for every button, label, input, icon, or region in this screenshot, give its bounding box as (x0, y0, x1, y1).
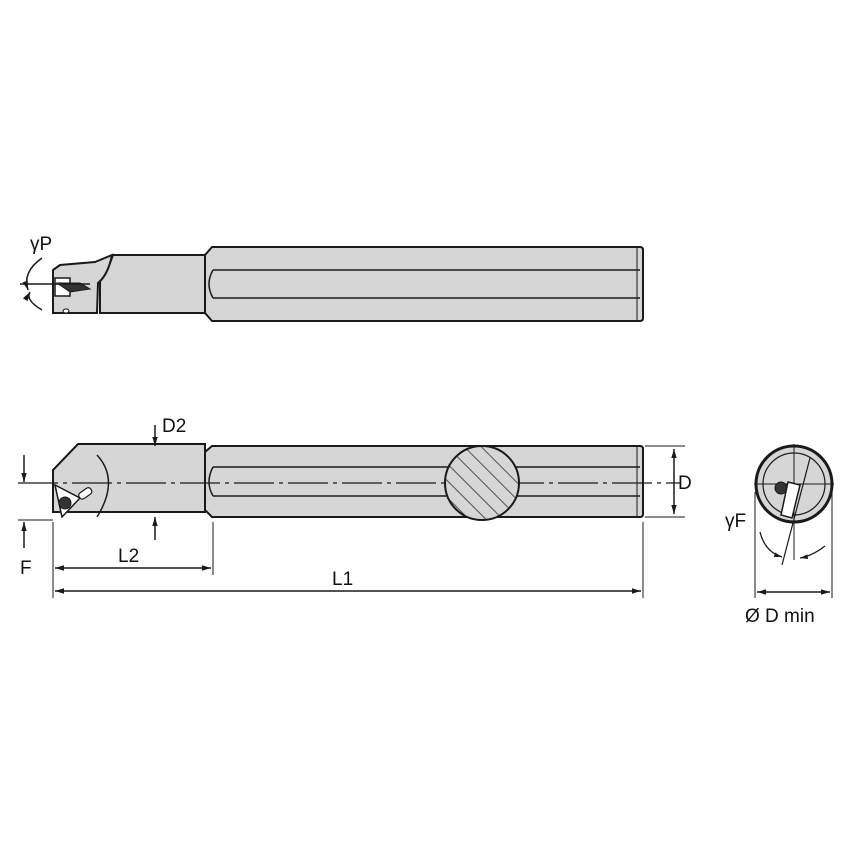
gamma-p-label: γP (30, 234, 52, 255)
d-min-label: Ø D min (745, 606, 815, 627)
l2-label: L2 (118, 546, 139, 567)
f-label: F (20, 558, 32, 579)
d-label: D (678, 473, 692, 494)
d2-label: D2 (162, 416, 186, 437)
cross-section (444, 445, 520, 521)
l1-label: L1 (332, 569, 353, 590)
side-view (52, 443, 644, 519)
top-view (52, 246, 644, 322)
gamma-f-label: γF (725, 511, 746, 532)
end-view (754, 444, 834, 598)
